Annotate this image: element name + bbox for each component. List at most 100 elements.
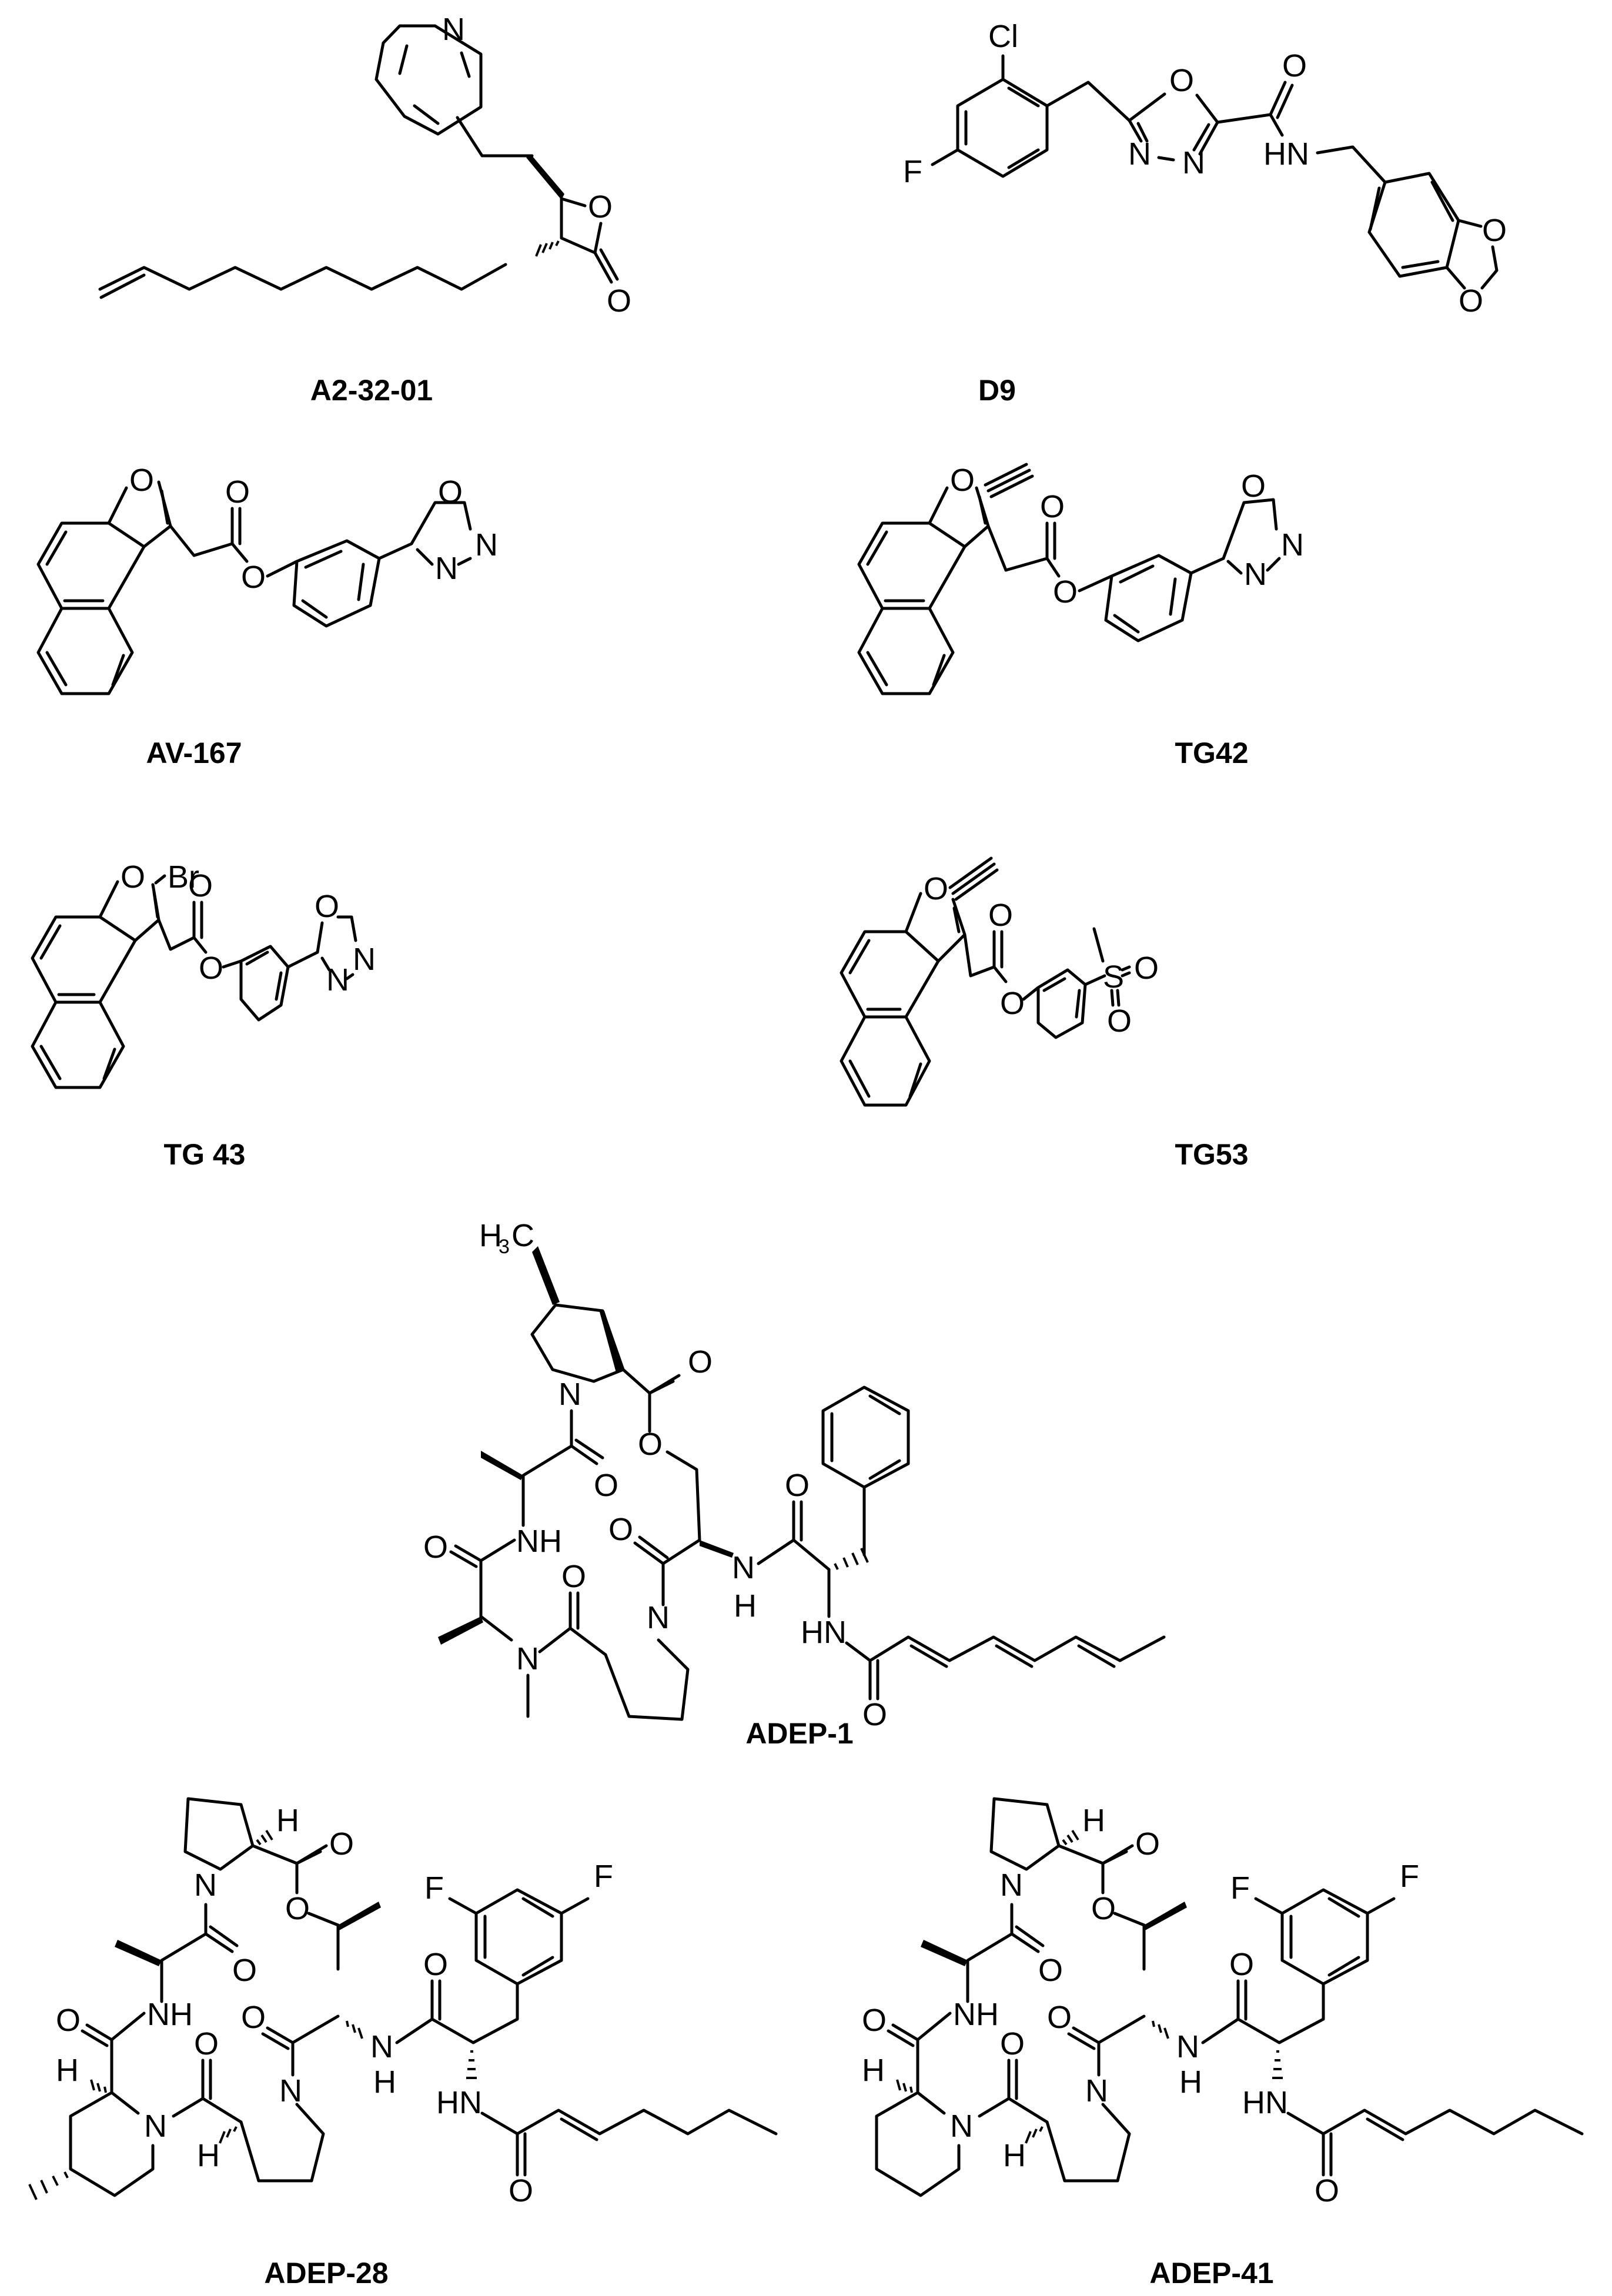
label-av-167: AV-167 (146, 737, 242, 769)
svg-text:HN: HN (1242, 2085, 1288, 2120)
svg-text:F: F (1230, 1870, 1250, 1906)
av-167-structure: O O O O N N (36, 463, 498, 695)
svg-text:S: S (1103, 959, 1124, 995)
svg-text:O: O (1107, 1003, 1132, 1039)
svg-text:O: O (862, 2003, 887, 2038)
svg-text:O: O (608, 1512, 633, 1547)
svg-text:O: O (56, 2003, 81, 2038)
svg-text:O: O (1000, 986, 1025, 1021)
compound-a2-32-01: N O O A2-32-01 (0, 0, 806, 423)
svg-text:O: O (588, 189, 613, 225)
label-tg43: TG 43 (163, 1138, 246, 1171)
adep-28-structure: H N O O O NH O H N (28, 1797, 778, 2208)
svg-text:H: H (1003, 2138, 1026, 2173)
svg-text:HN: HN (1263, 136, 1309, 172)
svg-text:N: N (558, 1377, 581, 1412)
svg-text:H: H (1082, 1803, 1105, 1838)
svg-text:N: N (370, 2029, 393, 2064)
svg-text:H: H (1179, 2064, 1202, 2100)
svg-text:O: O (1169, 63, 1194, 98)
svg-text:O: O (594, 1468, 618, 1503)
svg-text:O: O (241, 560, 266, 595)
svg-text:O: O (121, 859, 145, 895)
svg-text:H: H (373, 2064, 396, 2100)
svg-text:HN: HN (801, 1615, 847, 1650)
svg-text:O: O (1315, 2173, 1339, 2208)
label-a2-32-01: A2-32-01 (310, 374, 433, 407)
svg-text:N: N (1176, 2029, 1199, 2064)
svg-text:O: O (225, 474, 250, 510)
svg-text:O: O (862, 1697, 887, 1732)
svg-text:F: F (1400, 1859, 1419, 1894)
label-d9: D9 (978, 374, 1016, 407)
svg-text:O: O (1229, 1947, 1254, 1982)
adep-1-structure: H 3 C N O O O NH O N O N (423, 1218, 1166, 1732)
svg-text:H: H (197, 2138, 220, 2173)
svg-text:N: N (516, 1641, 539, 1676)
label-adep-41: ADEP-41 (1149, 2257, 1274, 2290)
svg-text:HN: HN (436, 2085, 482, 2120)
svg-text:H: H (734, 1588, 757, 1624)
svg-text:O: O (509, 2173, 533, 2208)
svg-text:NH: NH (953, 1997, 999, 2032)
svg-text:O: O (129, 463, 154, 498)
svg-text:N: N (1244, 557, 1267, 592)
svg-text:N: N (1000, 1867, 1023, 1903)
svg-text:O: O (1282, 48, 1307, 83)
svg-text:F: F (594, 1859, 613, 1894)
compound-adep-28: H N O O O NH O H N (0, 1781, 806, 2296)
svg-text:N: N (475, 527, 498, 563)
svg-text:N: N (353, 942, 376, 977)
svg-text:O: O (1053, 574, 1078, 610)
svg-text:N: N (279, 2073, 302, 2108)
compound-adep-1: H 3 C N O O O NH O N O N (382, 1205, 1235, 1750)
svg-text:H: H (862, 2053, 885, 2088)
svg-text:H: H (479, 1218, 502, 1253)
svg-text:N: N (1085, 2073, 1108, 2108)
svg-text:F: F (903, 154, 922, 189)
svg-text:O: O (423, 1529, 448, 1565)
svg-text:O: O (950, 463, 975, 498)
tg43-structure: O Br O O O N N (31, 859, 376, 1089)
svg-text:N: N (194, 1867, 217, 1903)
compound-d9: Cl F O N N O HN O O D9 (806, 0, 1612, 423)
svg-text:O: O (988, 898, 1013, 933)
svg-text:O: O (241, 2000, 266, 2035)
d9-structure: Cl F O N N O HN O O (903, 19, 1507, 319)
svg-text:O: O (1134, 950, 1159, 986)
svg-text:O: O (924, 871, 948, 906)
svg-text:O: O (638, 1427, 663, 1462)
label-adep-1: ADEP-1 (745, 1717, 854, 1750)
svg-text:N: N (950, 2108, 973, 2144)
compound-tg53: O O O S O O TG53 (806, 829, 1612, 1171)
tg53-structure: O O O S O O (840, 856, 1159, 1107)
svg-text:O: O (438, 474, 463, 510)
compound-tg43: O Br O O O N N TG 43 (0, 829, 806, 1171)
svg-text:N: N (1281, 527, 1304, 563)
svg-text:NH: NH (516, 1524, 562, 1559)
svg-text:C: C (511, 1218, 534, 1253)
svg-text:O: O (1135, 1826, 1160, 1862)
label-tg53: TG53 (1175, 1138, 1249, 1171)
svg-text:N: N (435, 551, 458, 586)
svg-text:NH: NH (147, 1997, 193, 2032)
svg-text:O: O (1047, 2000, 1072, 2035)
svg-text:O: O (315, 889, 339, 924)
svg-text:N: N (442, 12, 465, 47)
svg-text:O: O (785, 1468, 810, 1503)
svg-text:3: 3 (499, 1236, 510, 1258)
svg-text:N: N (144, 2108, 167, 2144)
compound-adep-41: H N O O O NH O H N O (806, 1781, 1612, 2296)
tg42-structure: O O O O N N (857, 463, 1304, 695)
svg-text:O: O (1000, 2026, 1025, 2061)
svg-text:N: N (647, 1600, 670, 1635)
svg-text:F: F (424, 1870, 444, 1906)
svg-text:O: O (194, 2026, 219, 2061)
label-adep-28: ADEP-28 (264, 2257, 389, 2290)
svg-text:N: N (1128, 136, 1151, 172)
svg-text:H: H (276, 1803, 299, 1838)
svg-text:O: O (561, 1559, 586, 1594)
compound-av-167: O O O O N N AV-167 (0, 447, 806, 769)
svg-text:O: O (1241, 468, 1266, 504)
a2-32-01-structure: N O O (98, 12, 631, 319)
